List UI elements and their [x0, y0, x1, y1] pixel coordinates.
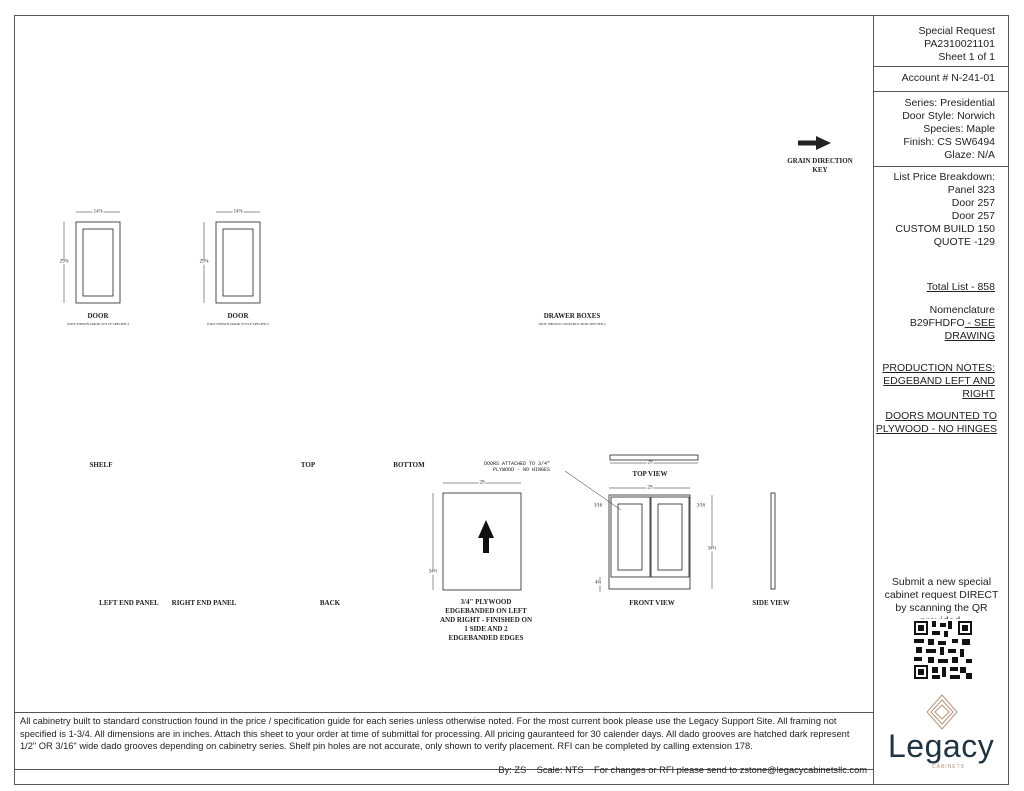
- bottom-gap: 4¾: [593, 580, 603, 586]
- drawer-boxes-label: DRAWER BOXES: [543, 312, 601, 320]
- legacy-diamond-logo-icon: [926, 694, 958, 730]
- side-view-label: SIDE VIEW: [752, 599, 790, 607]
- door-1-width: 14⅞: [92, 209, 104, 215]
- leader-line: [564, 470, 622, 511]
- total-list: Total List - 858: [926, 281, 995, 293]
- doors-attached-note: DOORS ATTACHED TO 3/4"PLYWOOD - NO HINGE…: [484, 461, 551, 473]
- top-label: TOP: [300, 461, 316, 469]
- nomenclature: Nomenclature B29FHDFO - SEE DRAWING: [909, 304, 995, 342]
- left-end-panel-label: LEFT END PANEL: [99, 599, 159, 607]
- side-view-drawing: [770, 492, 776, 590]
- drawer-boxes-sub: (NOT SHOWN CONSTRUCTION SPECIFIC): [538, 322, 606, 326]
- plywood-panel-drawing: [432, 482, 522, 591]
- door-drawing-2: [203, 211, 261, 304]
- legacy-logo: Legacy: [888, 728, 995, 764]
- door-drawing-1: [63, 211, 121, 304]
- front-view-height: 34½: [706, 546, 718, 552]
- top-view-label: TOP VIEW: [632, 470, 668, 478]
- front-view-drawing: [599, 487, 713, 592]
- grain-direction-arrow-icon: [798, 136, 831, 150]
- plywood-height: 34½: [427, 569, 439, 575]
- front-view-label: FRONT VIEW: [629, 599, 675, 607]
- bottom-label: BOTTOM: [393, 461, 425, 469]
- door-2-sub: (NOT SHOWN DOOR STYLE SPECIFIC): [207, 322, 269, 326]
- door-1-height: 29⅞: [58, 259, 70, 265]
- right-reveal: 3⁄16: [695, 503, 707, 509]
- front-view-width: 29: [646, 485, 654, 491]
- disclaimer-text: All cabinetry built to standard construc…: [20, 716, 850, 751]
- left-reveal: 3⁄16: [592, 503, 604, 509]
- shelf-label: SHELF: [89, 461, 113, 469]
- door-2-width: 14⅞: [232, 209, 244, 215]
- contact-email[interactable]: For changes or RFI please send to zstone…: [594, 765, 867, 775]
- qr-code-icon[interactable]: [912, 619, 974, 681]
- door-2-label: DOOR: [227, 312, 249, 320]
- plywood-width: 29: [478, 480, 486, 486]
- legacy-logo-sub: CABINETS: [932, 764, 966, 770]
- footer-notes: All cabinetry built to standard construc…: [14, 712, 873, 775]
- door-2-height: 29⅞: [198, 259, 210, 265]
- top-view-drawing: [609, 454, 699, 464]
- right-end-panel-label: RIGHT END PANEL: [171, 599, 237, 607]
- top-view-width: 29: [646, 460, 654, 466]
- account-number: Account # N-241-01: [901, 72, 995, 84]
- door-1-sub: (NOT SHOWN DOOR STYLE SPECIFIC): [67, 322, 129, 326]
- door-1-label: DOOR: [87, 312, 109, 320]
- footer-meta: By: ZS Scale: NTS For changes or RFI ple…: [498, 765, 867, 775]
- back-label: BACK: [319, 599, 341, 607]
- drawing-frame: [14, 15, 1009, 785]
